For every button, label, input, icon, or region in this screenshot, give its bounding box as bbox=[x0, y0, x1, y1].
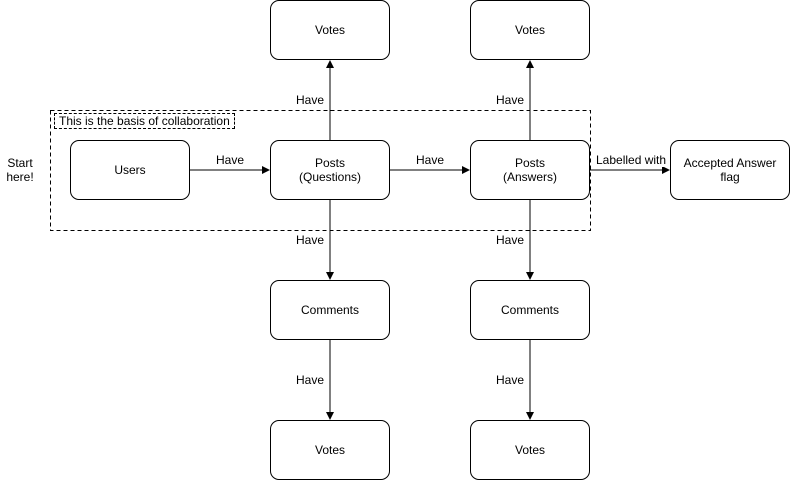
node-votes-answers[interactable]: Votes bbox=[470, 0, 590, 60]
edge-label-qcomments-to-votes: Have bbox=[296, 373, 325, 387]
node-users[interactable]: Users bbox=[70, 140, 190, 200]
group-title: This is the basis of collaboration bbox=[54, 113, 235, 129]
collaboration-group-frame bbox=[50, 110, 591, 231]
edge-label-answers-to-flag: Labelled with bbox=[596, 153, 667, 167]
edge-label-questions-to-comments: Have bbox=[296, 233, 325, 247]
node-comments-answers[interactable]: Comments bbox=[470, 280, 590, 340]
start-note: Start here! bbox=[6, 156, 34, 184]
node-posts-questions[interactable]: Posts (Questions) bbox=[270, 140, 390, 200]
node-posts-answers[interactable]: Posts (Answers) bbox=[470, 140, 590, 200]
edge-label-acomments-to-votes: Have bbox=[496, 373, 525, 387]
node-accepted-answer-flag[interactable]: Accepted Answer flag bbox=[670, 140, 790, 200]
node-votes-questions[interactable]: Votes bbox=[270, 0, 390, 60]
node-votes-comments-answers[interactable]: Votes bbox=[470, 420, 590, 480]
edge-label-answers-to-votes: Have bbox=[496, 93, 525, 107]
edge-label-users-to-questions: Have bbox=[216, 153, 245, 167]
node-comments-questions[interactable]: Comments bbox=[270, 280, 390, 340]
edge-label-questions-to-answers: Have bbox=[416, 153, 445, 167]
edge-label-questions-to-votes: Have bbox=[296, 93, 325, 107]
edge-label-answers-to-comments: Have bbox=[496, 233, 525, 247]
node-votes-comments-questions[interactable]: Votes bbox=[270, 420, 390, 480]
